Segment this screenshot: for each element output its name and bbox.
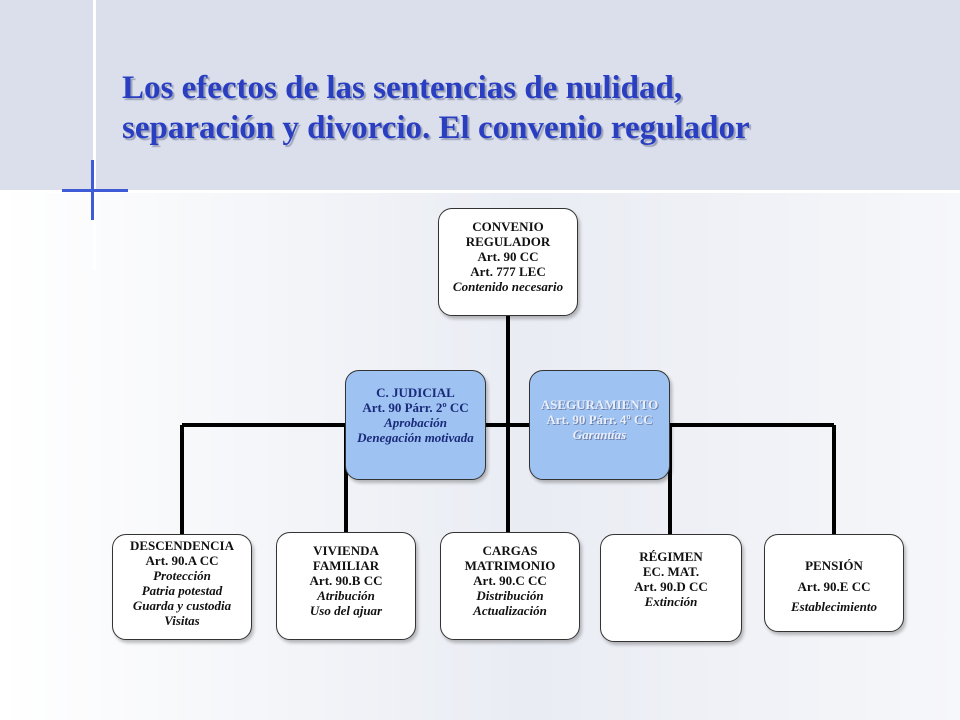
aseguramiento-line-2: Art. 90 Párr. 4º CC <box>546 412 653 427</box>
cargas-matrimonio-box: CARGAS MATRIMONIO Art. 90.C CC Distribuc… <box>440 532 580 640</box>
descendencia-line-1: DESCENDENCIA <box>129 538 235 553</box>
pension-line-1: PENSIÓN <box>805 558 863 573</box>
cargas-line-1: CARGAS <box>482 543 538 558</box>
convenio-line-2: REGULADOR <box>465 234 551 249</box>
cargas-line-3: Art. 90.C CC <box>473 573 547 588</box>
judicial-line-3: Aprobación <box>384 415 447 430</box>
cargas-line-4: Distribución <box>476 588 544 603</box>
convenio-line-1: CONVENIO <box>472 219 544 234</box>
cargas-line-5: Actualización <box>473 603 547 618</box>
regimen-line-2: EC. MAT. <box>642 564 700 579</box>
aseguramiento-box: ASEGURAMIENTO Art. 90 Párr. 4º CC Garant… <box>529 370 670 480</box>
aseguramiento-line-1: ASEGURAMIENTO <box>540 397 659 412</box>
pension-line-3: Establecimiento <box>791 599 877 614</box>
regimen-economico-box: RÉGIMEN EC. MAT. Art. 90.D CC Extinción <box>600 534 742 642</box>
descendencia-line-6: Visitas <box>164 613 200 628</box>
aseguramiento-line-3: Garantías <box>572 427 627 442</box>
judicial-line-2: Art. 90 Párr. 2º CC <box>362 400 469 415</box>
convenio-line-4: Art. 777 LEC <box>470 264 546 279</box>
vivienda-line-5: Uso del ajuar <box>309 603 383 618</box>
judicial-line-1: C. JUDICIAL <box>376 385 455 400</box>
regimen-line-4: Extinción <box>644 594 698 609</box>
vivienda-line-1: VIVIENDA <box>313 543 379 558</box>
vivienda-familiar-box: VIVIENDA FAMILIAR Art. 90.B CC Atribució… <box>276 532 416 640</box>
title-line-2: separación y divorcio. El convenio regul… <box>122 110 750 146</box>
decorative-horizontal-line <box>0 190 960 193</box>
descendencia-line-5: Guarda y custodia <box>132 598 232 613</box>
title-line-1: Los efectos de las sentencias de nulidad… <box>122 70 683 106</box>
decorative-cross-horizontal <box>62 189 128 192</box>
descendencia-line-2: Art. 90.A CC <box>145 553 219 568</box>
descendencia-box: DESCENDENCIA Art. 90.A CC Protección Pat… <box>112 534 252 640</box>
convenio-regulador-box: CONVENIO REGULADOR Art. 90 CC Art. 777 L… <box>438 208 578 316</box>
descendencia-line-3: Protección <box>153 568 211 583</box>
cargas-line-2: MATRIMONIO <box>464 558 556 573</box>
header-band <box>0 0 960 190</box>
regimen-line-1: RÉGIMEN <box>639 549 703 564</box>
slide-title: Los efectos de las sentencias de nulidad… <box>122 68 942 148</box>
control-judicial-box: C. JUDICIAL Art. 90 Párr. 2º CC Aprobaci… <box>345 370 486 480</box>
regimen-line-3: Art. 90.D CC <box>634 579 708 594</box>
vivienda-line-3: Art. 90.B CC <box>309 573 383 588</box>
vivienda-line-2: FAMILIAR <box>312 558 380 573</box>
judicial-line-4: Denegación motivada <box>357 430 474 445</box>
pension-line-2: Art. 90.E CC <box>797 579 871 594</box>
convenio-line-3: Art. 90 CC <box>477 249 539 264</box>
decorative-vertical-line <box>93 0 96 270</box>
descendencia-line-4: Patria potestad <box>141 583 223 598</box>
pension-box: PENSIÓN Art. 90.E CC Establecimiento <box>764 534 904 632</box>
vivienda-line-4: Atribución <box>317 588 375 603</box>
convenio-line-5: Contenido necesario <box>452 279 564 294</box>
